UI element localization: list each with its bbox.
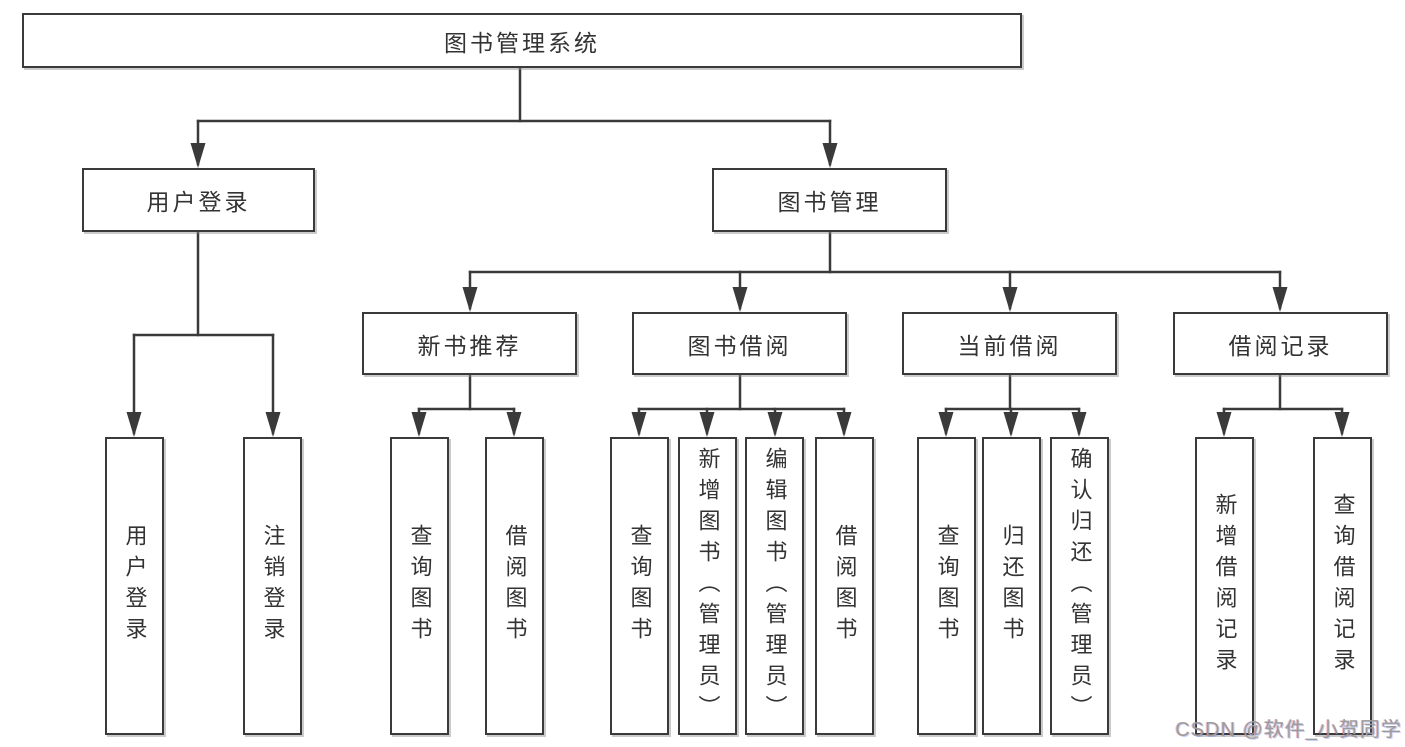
node-borrow-records: 借阅记录 bbox=[1173, 312, 1388, 375]
leaf-borrow-book-2: 借阅图书 bbox=[815, 437, 874, 735]
connector-group-3 bbox=[411, 373, 522, 437]
connector-group-1 bbox=[126, 230, 281, 437]
leaf-query-borrow-record: 查询借阅记录 bbox=[1313, 437, 1372, 735]
leaf-borrow-book-1: 借阅图书 bbox=[485, 437, 544, 735]
leaf-user-login-label: 用户登录 bbox=[122, 524, 148, 648]
leaf-query-book-1-label: 查询图书 bbox=[407, 524, 433, 648]
leaf-query-borrow-record-label: 查询借阅记录 bbox=[1330, 493, 1356, 679]
leaf-add-book-admin: 新增图书（管理员） bbox=[678, 437, 737, 735]
leaf-add-borrow-record-label: 新增借阅记录 bbox=[1212, 493, 1238, 679]
leaf-logout-label: 注销登录 bbox=[260, 524, 286, 648]
leaf-query-book-3-label: 查询图书 bbox=[934, 524, 960, 648]
leaf-add-book-admin-label: 新增图书（管理员） bbox=[695, 446, 721, 726]
node-book-borrow: 图书借阅 bbox=[632, 312, 847, 375]
leaf-query-book-1: 查询图书 bbox=[390, 437, 449, 735]
leaf-query-book-3: 查询图书 bbox=[917, 437, 976, 735]
node-book-management: 图书管理 bbox=[712, 168, 947, 232]
connector-group-2 bbox=[462, 230, 1288, 312]
leaf-return-book-label: 归还图书 bbox=[999, 524, 1025, 648]
leaf-confirm-return-admin: 确认归还（管理员） bbox=[1050, 437, 1109, 735]
leaf-borrow-book-2-label: 借阅图书 bbox=[832, 524, 858, 648]
leaf-query-book-2: 查询图书 bbox=[610, 437, 669, 735]
leaf-borrow-book-1-label: 借阅图书 bbox=[502, 524, 528, 648]
node-user-login: 用户登录 bbox=[82, 168, 315, 232]
leaf-user-login: 用户登录 bbox=[105, 437, 164, 735]
node-current-borrow: 当前借阅 bbox=[902, 312, 1117, 375]
connector-group-5 bbox=[938, 373, 1087, 437]
leaf-edit-book-admin: 编辑图书（管理员） bbox=[745, 437, 804, 735]
leaf-add-borrow-record: 新增借阅记录 bbox=[1195, 437, 1254, 735]
node-new-book-recommend: 新书推荐 bbox=[362, 312, 577, 375]
leaf-logout: 注销登录 bbox=[243, 437, 302, 735]
node-root-system: 图书管理系统 bbox=[22, 13, 1022, 68]
leaf-query-book-2-label: 查询图书 bbox=[627, 524, 653, 648]
leaf-confirm-return-admin-label: 确认归还（管理员） bbox=[1067, 446, 1093, 726]
leaf-edit-book-admin-label: 编辑图书（管理员） bbox=[762, 446, 788, 726]
connector-group-4 bbox=[631, 373, 852, 437]
connector-group-0 bbox=[190, 64, 838, 168]
connector-group-6 bbox=[1216, 373, 1350, 437]
watermark: CSDN @软件_小贺同学 bbox=[1175, 719, 1402, 741]
leaf-return-book: 归还图书 bbox=[982, 437, 1041, 735]
